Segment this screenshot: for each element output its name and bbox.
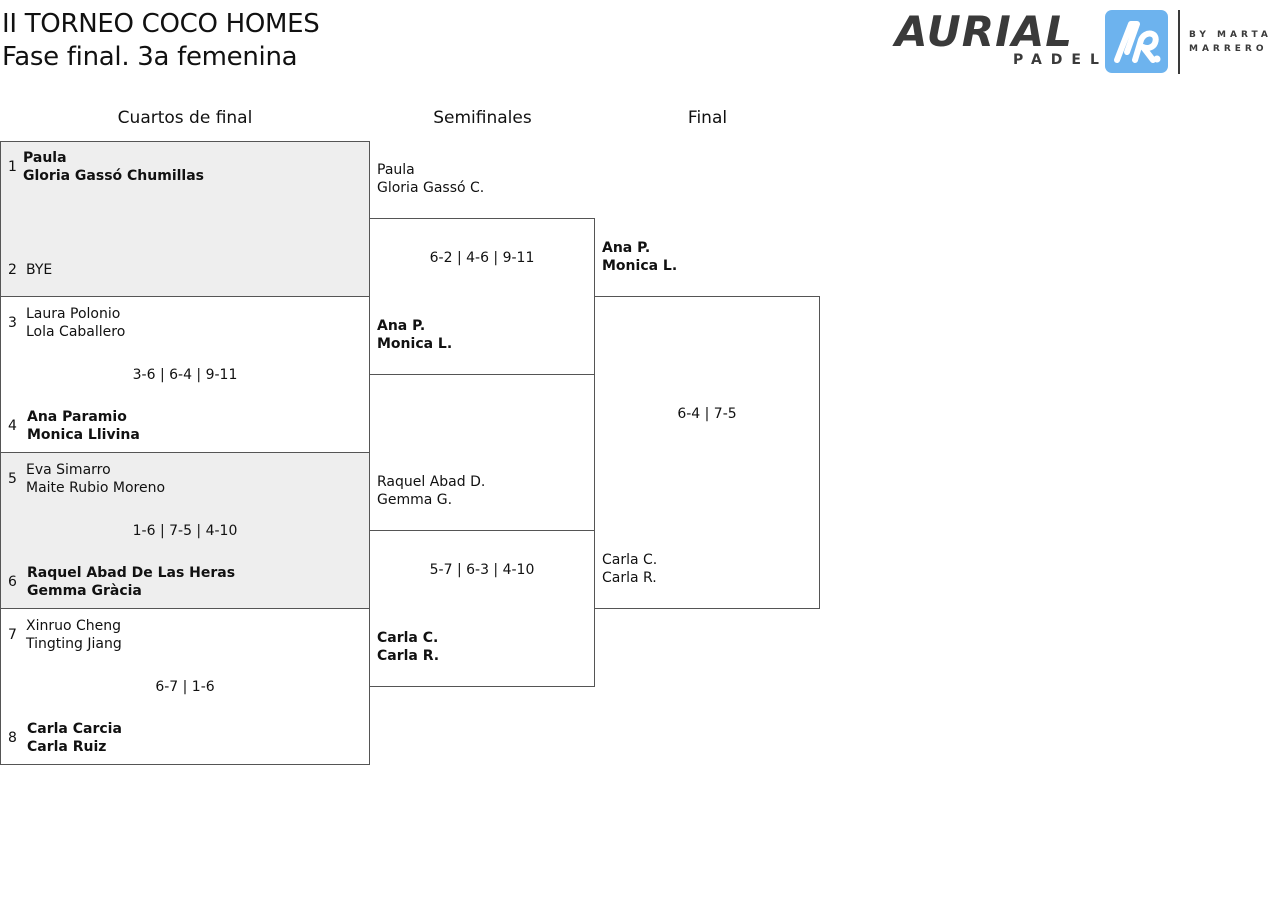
tournament-name: II TORNEO COCO HOMES xyxy=(2,9,320,39)
seed-number: 8 xyxy=(8,730,17,746)
semifinal-2-top-team: Raquel Abad D. Gemma G. xyxy=(377,474,486,508)
logo-divider xyxy=(1178,10,1180,74)
team-entry: Raquel Abad De Las Heras Gemma Gràcia xyxy=(27,565,236,599)
team-entry: Carla C. Carla R. xyxy=(602,552,658,586)
seed-number: 1 xyxy=(8,159,17,175)
team-entry: Carla C. Carla R. xyxy=(377,630,440,664)
semifinal-match-2: 5-7 | 6-3 | 4-10 Carla C. Carla R. xyxy=(369,530,595,687)
final-match: 6-4 | 7-5 Carla C. Carla R. xyxy=(594,296,820,609)
match-score: 6-2 | 4-6 | 9-11 xyxy=(429,250,535,266)
seed-number: 4 xyxy=(8,418,17,434)
team-entry: Paula Gloria Gassó Chumillas xyxy=(23,150,205,184)
seed-number: 6 xyxy=(8,574,17,590)
match-score: 6-7 | 1-6 xyxy=(155,679,215,695)
quarterfinal-match-4: 7 Xinruo Cheng Tingting Jiang 6-7 | 1-6 … xyxy=(0,608,370,765)
match-score: 3-6 | 6-4 | 9-11 xyxy=(132,367,238,383)
final-top-team: Ana P. Monica L. xyxy=(602,240,678,274)
seed-number: 2 xyxy=(8,262,17,278)
semifinal-match-1: 6-2 | 4-6 | 9-11 Ana P. Monica L. xyxy=(369,218,595,375)
logo-sub-text: PADEL xyxy=(1013,52,1108,68)
team-entry: Ana P. Monica L. xyxy=(377,318,453,352)
team-entry: Xinruo Cheng Tingting Jiang xyxy=(26,618,122,652)
round-header-semifinals: Semifinales xyxy=(433,108,532,128)
match-score: 5-7 | 6-3 | 4-10 xyxy=(429,562,535,578)
logo-badge-icon xyxy=(1105,10,1168,73)
seed-number: 3 xyxy=(8,315,17,331)
phase-name: Fase final. 3a femenina xyxy=(2,42,298,72)
seed-number: 7 xyxy=(8,627,17,643)
logo-brand-text: AURIAL xyxy=(895,7,1073,56)
team-entry: Laura Polonio Lola Caballero xyxy=(26,306,126,340)
seed-number: 5 xyxy=(8,471,17,487)
team-entry: Ana Paramio Monica Llivina xyxy=(27,409,140,443)
round-header-final: Final xyxy=(687,108,728,128)
quarterfinal-match-3: 5 Eva Simarro Maite Rubio Moreno 1-6 | 7… xyxy=(0,452,370,609)
semifinal-1-top-team: Paula Gloria Gassó C. xyxy=(377,162,485,196)
match-score: 1-6 | 7-5 | 4-10 xyxy=(132,523,238,539)
quarterfinal-match-1: 1 Paula Gloria Gassó Chumillas 2 BYE xyxy=(0,141,370,297)
quarterfinal-match-2: 3 Laura Polonio Lola Caballero 3-6 | 6-4… xyxy=(0,296,370,453)
round-header-quarterfinals: Cuartos de final xyxy=(117,108,253,128)
aurial-padel-logo: AURIAL PADEL BY MARTA MARRERO xyxy=(895,8,1275,76)
page-title: II TORNEO COCO HOMES Fase final. 3a feme… xyxy=(2,8,320,74)
team-entry-bye: BYE xyxy=(26,262,53,278)
match-score: 6-4 | 7-5 xyxy=(677,406,737,422)
team-entry: Eva Simarro Maite Rubio Moreno xyxy=(26,462,166,496)
team-entry: Carla Carcia Carla Ruiz xyxy=(27,721,122,755)
logo-byline: BY MARTA MARRERO xyxy=(1189,30,1272,54)
